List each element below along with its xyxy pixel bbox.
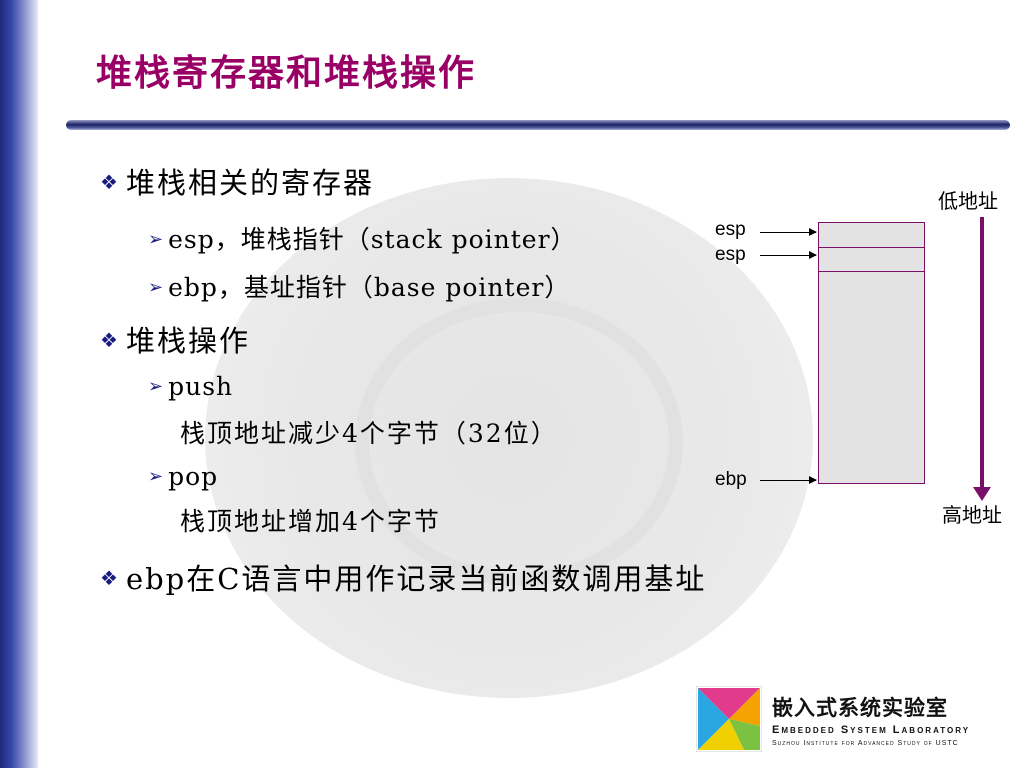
sub-bullet-push: ➢push — [148, 372, 233, 401]
slide-title: 堆栈寄存器和堆栈操作 — [96, 52, 477, 94]
lab-institute: Suzhou Institute for Advanced Study of U… — [772, 740, 959, 747]
stack-diagram: esp esp ebp 低地址 高地址 — [700, 175, 1024, 535]
sub-bullet-pop: ➢pop — [148, 462, 218, 491]
bullet-text: 堆栈操作 — [125, 324, 250, 358]
bullet-stack-ops: ❖堆栈操作 — [100, 318, 250, 360]
diamond-bullet-icon: ❖ — [100, 566, 120, 590]
sidebar-gradient — [0, 0, 38, 768]
sub-bullet-ebp: ➢ebp，基址指针（base pointer） — [148, 268, 570, 304]
arrow-bullet-icon: ➢ — [148, 466, 165, 487]
bullet-text: ebp在C语言中用作记录当前函数调用基址 — [125, 562, 707, 596]
sub-bullet-esp: ➢esp，堆栈指针（stack pointer） — [148, 220, 577, 256]
diamond-bullet-icon: ❖ — [100, 328, 120, 352]
bullet-text: ebp，基址指针（base pointer） — [168, 273, 571, 302]
pop-description: 栈顶地址增加4个字节 — [180, 507, 441, 536]
esp-label-second: esp — [715, 244, 746, 265]
address-direction-arrow — [973, 217, 991, 501]
title-divider — [66, 120, 1010, 130]
esp-label-top: esp — [715, 219, 746, 240]
lab-logo: 嵌入式系统实验室 Embedded System Laboratory Suzh… — [696, 686, 1016, 756]
arrow-bullet-icon: ➢ — [148, 229, 165, 250]
low-address-label: 低地址 — [938, 189, 998, 213]
stack-slot-top — [819, 223, 924, 248]
watermark-emblem — [205, 178, 813, 698]
bullet-text: push — [168, 372, 234, 401]
bullet-text: 堆栈相关的寄存器 — [125, 166, 374, 200]
lab-name-en: Embedded System Laboratory — [772, 724, 971, 736]
lab-name-cn: 嵌入式系统实验室 — [772, 695, 948, 720]
push-description: 栈顶地址减少4个字节（32位） — [180, 419, 558, 448]
arrow-bullet-icon: ➢ — [148, 277, 165, 298]
arrow-bullet-icon: ➢ — [148, 376, 165, 397]
stack-memory-block — [818, 222, 925, 484]
lab-logo-icon — [696, 686, 762, 752]
ebp-pointer-arrow — [760, 476, 817, 484]
bullet-registers: ❖堆栈相关的寄存器 — [100, 160, 374, 202]
bullet-text: pop — [168, 462, 219, 491]
esp-pointer-second-arrow — [760, 251, 817, 259]
high-address-label: 高地址 — [942, 503, 1002, 527]
bullet-text: esp，堆栈指针（stack pointer） — [168, 225, 577, 254]
diamond-bullet-icon: ❖ — [100, 170, 120, 194]
stack-slot-second — [819, 247, 924, 272]
esp-pointer-top-arrow — [760, 228, 817, 236]
ebp-label: ebp — [715, 469, 747, 490]
bullet-ebp-usage: ❖ebp在C语言中用作记录当前函数调用基址 — [100, 556, 706, 598]
